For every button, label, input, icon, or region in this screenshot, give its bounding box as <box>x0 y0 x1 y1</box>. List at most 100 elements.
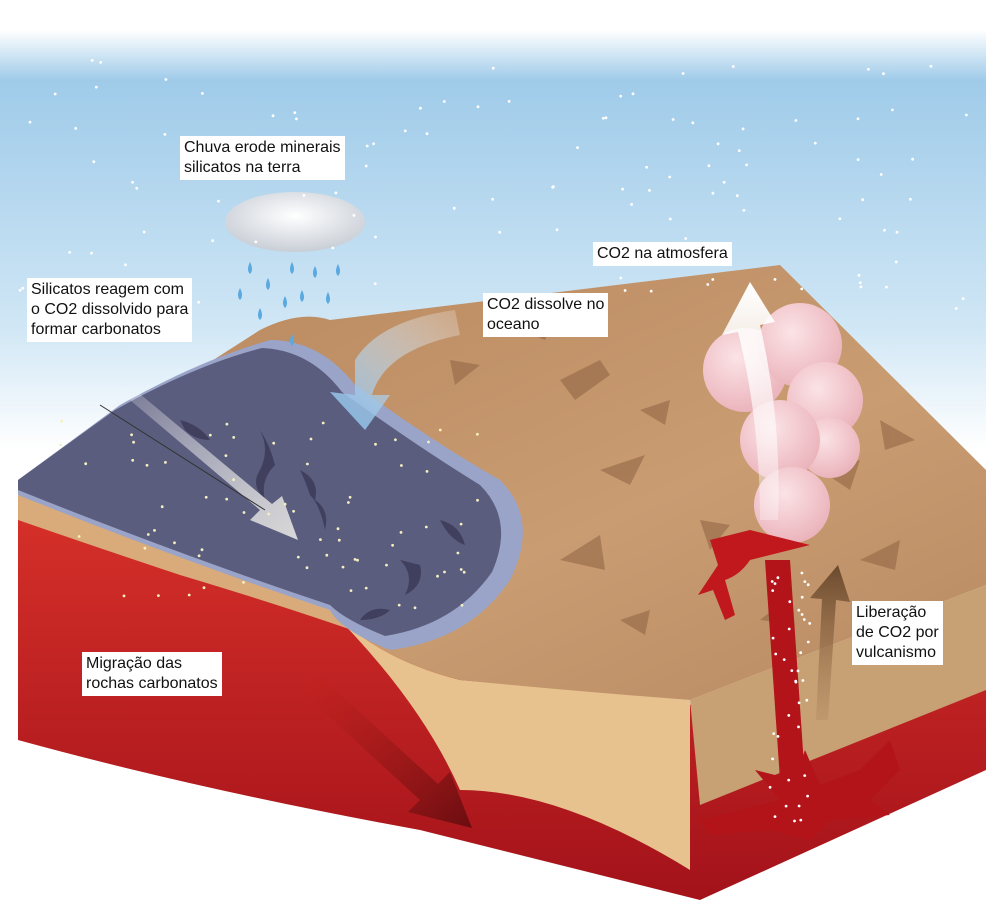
sparkle-dot <box>400 464 403 467</box>
sparkle-dot <box>648 189 651 192</box>
sparkle-dot <box>144 547 147 550</box>
sparkle-dot <box>99 61 102 64</box>
sparkle-dot <box>783 658 786 661</box>
sparkle-dot <box>400 531 403 534</box>
sparkle-dot <box>798 805 801 808</box>
sparkle-dot <box>806 795 809 798</box>
sparkle-dot <box>436 575 439 578</box>
sparkle-dot <box>858 274 861 277</box>
sparkle-dot <box>306 463 309 466</box>
sparkle-dot <box>443 571 446 574</box>
sparkle-dot <box>684 237 687 240</box>
sparkle-dot <box>771 758 774 761</box>
sparkle-dot <box>799 819 802 822</box>
sparkle-dot <box>188 594 191 597</box>
sparkle-dot <box>457 552 460 555</box>
sparkle-dot <box>896 231 899 234</box>
sparkle-dot <box>205 496 208 499</box>
sparkle-dot <box>955 307 958 310</box>
sparkle-dot <box>801 596 804 599</box>
sparkle-dot <box>492 67 495 70</box>
sparkle-dot <box>226 423 229 426</box>
atmosphere-label: CO2 na atmosfera <box>593 242 732 266</box>
sparkle-dot <box>426 470 429 473</box>
sparkle-dot <box>706 283 709 286</box>
sparkle-dot <box>217 200 220 203</box>
sparkle-dot <box>774 815 777 818</box>
sparkle-dot <box>211 239 214 242</box>
sparkle-dot <box>157 594 160 597</box>
sparkle-dot <box>404 130 407 133</box>
sparkle-dot <box>242 581 245 584</box>
sparkle-dot <box>338 539 341 542</box>
sparkle-dot <box>861 198 864 201</box>
sparkle-dot <box>672 118 675 121</box>
sparkle-dot <box>173 541 176 544</box>
sparkle-dot <box>751 295 754 298</box>
sparkle-dot <box>391 544 394 547</box>
sparkle-dot <box>803 774 806 777</box>
sparkle-dot <box>132 441 135 444</box>
sparkle-dot <box>556 228 559 231</box>
sparkle-dot <box>787 779 790 782</box>
sparkle-dot <box>123 595 126 598</box>
sparkle-dot <box>267 513 270 516</box>
sparkle-dot <box>552 185 555 188</box>
sparkle-dot <box>425 526 428 529</box>
sparkle-dot <box>366 145 369 148</box>
sparkle-dot <box>54 93 57 96</box>
sparkle-dot <box>325 554 328 557</box>
sparkle-dot <box>164 461 167 464</box>
sparkle-dot <box>476 499 479 502</box>
sparkle-dot <box>576 146 579 149</box>
sparkle-dot <box>602 117 605 120</box>
sparkle-dot <box>293 111 296 114</box>
sparkle-dot <box>374 443 377 446</box>
sparkle-dot <box>335 192 338 195</box>
sparkle-dot <box>774 278 777 281</box>
sparkle-dot <box>209 434 212 437</box>
sparkle-dot <box>461 604 464 607</box>
sparkle-dot <box>350 589 353 592</box>
sparkle-dot <box>772 637 775 640</box>
sparkle-dot <box>225 498 228 501</box>
sparkle-dot <box>621 188 624 191</box>
sparkle-dot <box>310 438 313 441</box>
sparkle-dot <box>306 566 309 569</box>
sparkle-dot <box>650 290 653 293</box>
sparkle-dot <box>319 538 322 541</box>
sparkle-dot <box>797 670 800 673</box>
sparkle-dot <box>342 566 345 569</box>
sparkle-dot <box>143 231 146 234</box>
sparkle-dot <box>29 121 32 124</box>
sparkle-dot <box>374 236 377 239</box>
sparkle-dot <box>19 289 22 292</box>
dissolve-label: CO2 dissolve no oceano <box>483 293 608 337</box>
sparkle-dot <box>859 281 862 284</box>
sparkle-dot <box>790 669 793 672</box>
sparkle-dot <box>297 556 300 559</box>
sparkle-dot <box>349 496 352 499</box>
sparkle-dot <box>801 613 804 616</box>
sparkle-dot <box>353 214 356 217</box>
sparkle-dot <box>708 164 711 167</box>
sparkle-dot <box>91 59 94 62</box>
sparkle-dot <box>619 95 622 98</box>
sparkle-dot <box>153 529 156 532</box>
sparkle-dot <box>439 429 442 432</box>
sparkle-dot <box>712 192 715 195</box>
sparkle-dot <box>146 464 149 467</box>
sparkle-dot <box>891 109 894 112</box>
sparkle-dot <box>799 651 802 654</box>
sparkle-dot <box>619 277 622 280</box>
sparkle-dot <box>788 628 791 631</box>
volcanism-label: Liberação de CO2 por vulcanismo <box>852 601 943 665</box>
sparkle-dot <box>769 786 772 789</box>
sparkle-dot <box>723 181 726 184</box>
sparkle-dot <box>736 194 739 197</box>
sparkle-dot <box>882 72 885 75</box>
sparkle-dot <box>203 586 206 589</box>
sparkle-dot <box>808 622 811 625</box>
sparkle-dot <box>965 114 968 117</box>
